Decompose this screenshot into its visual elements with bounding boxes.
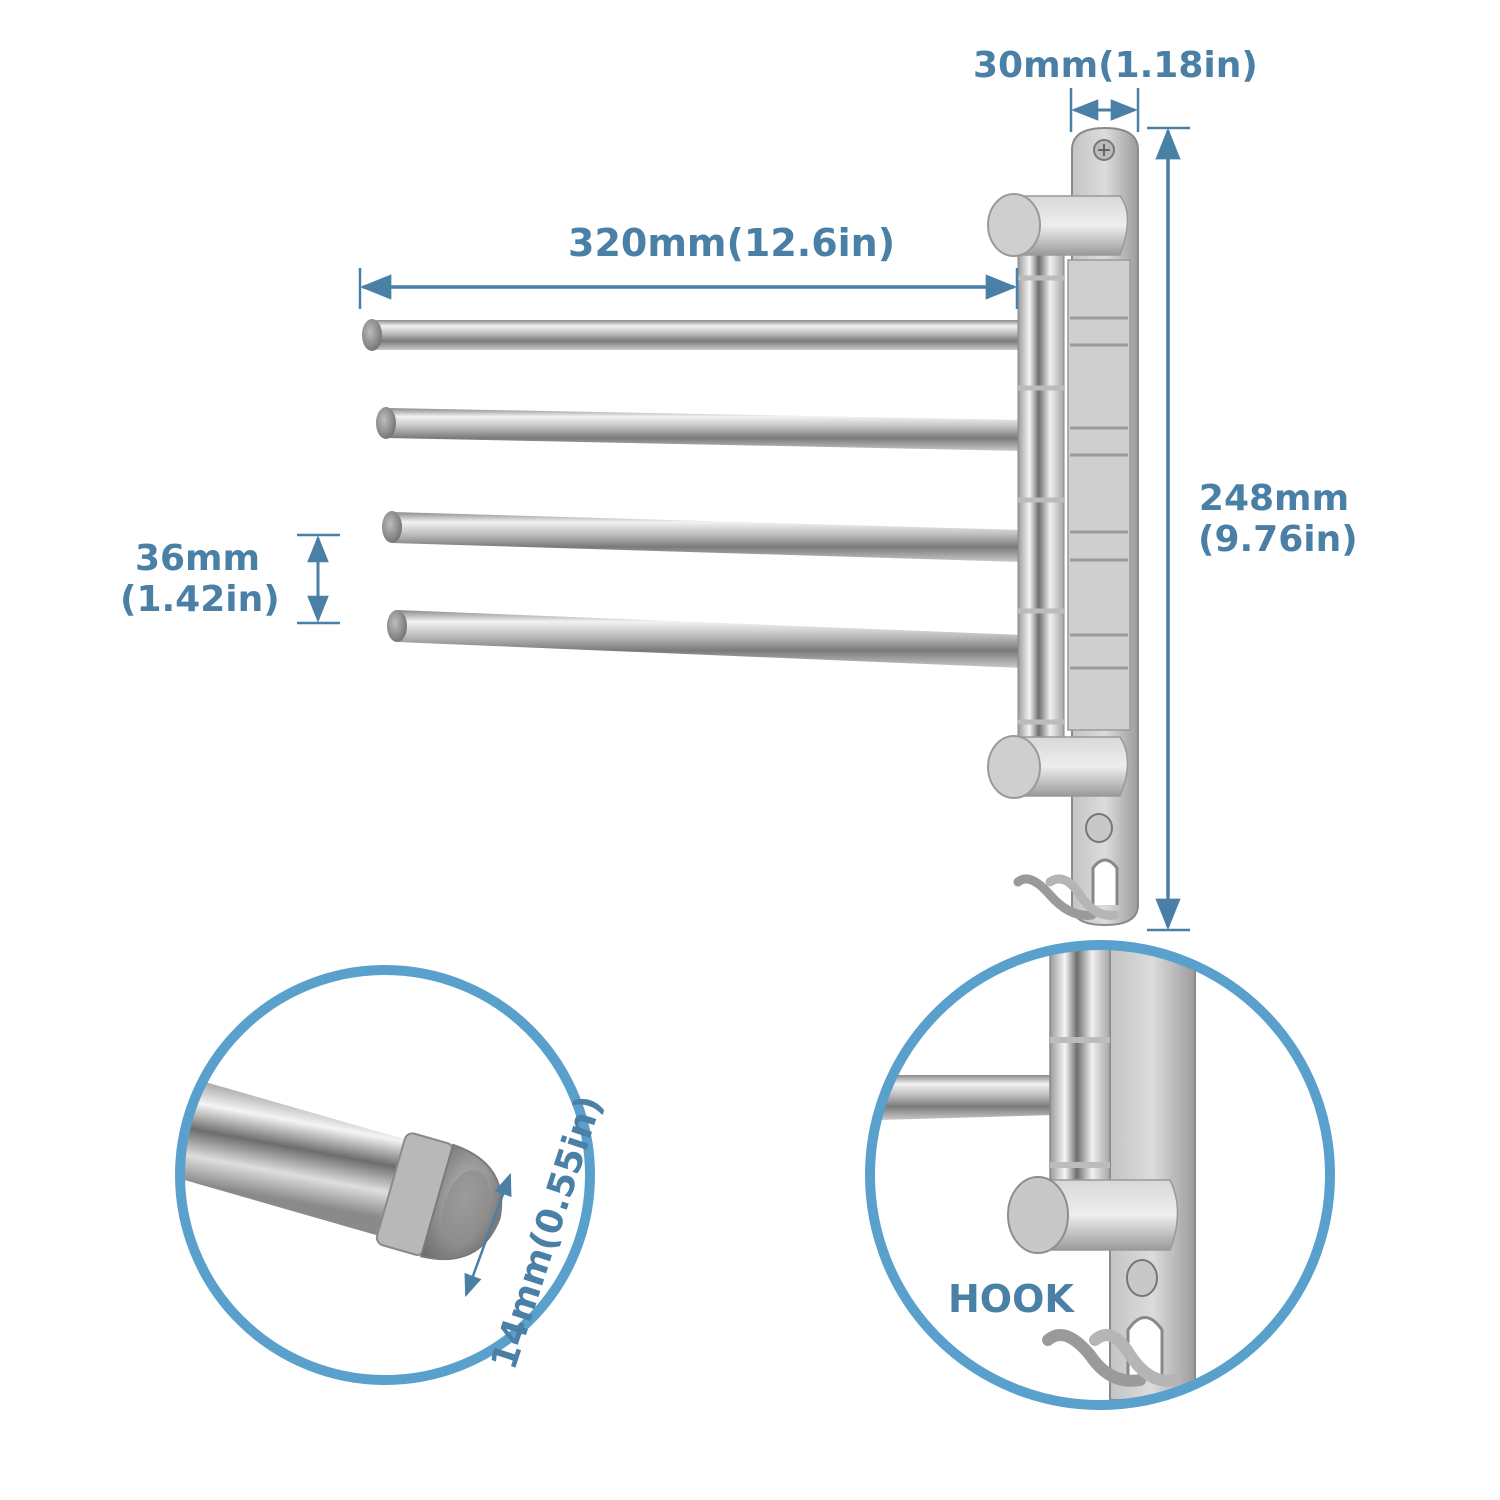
arm-4 <box>387 610 1022 668</box>
total-height-label: 248mm (9.76in) <box>1198 478 1358 561</box>
hook-label: HOOK <box>948 1277 1074 1321</box>
pivot-tube <box>1017 254 1065 756</box>
mount-width-label: 30mm(1.18in) <box>973 45 1258 86</box>
wall-mount-plate <box>1067 126 1139 927</box>
dim-total-height <box>1147 126 1190 932</box>
dim-arm-spacing <box>297 533 340 625</box>
towel-rack-main <box>362 126 1139 927</box>
arm-spacing-in: (1.42in) <box>120 579 280 621</box>
dim-arm-length <box>358 268 1019 309</box>
total-height-mm: 248mm <box>1198 478 1350 519</box>
dim-mount-width <box>1069 88 1140 132</box>
arm-3 <box>382 511 1022 562</box>
hook-icon <box>1013 813 1120 920</box>
detail-hook <box>865 940 1335 1410</box>
arm-length-label: 320mm(12.6in) <box>568 221 896 265</box>
towel-arms <box>362 319 1022 668</box>
arm-2 <box>376 407 1022 451</box>
arm-spacing-mm: 36mm <box>134 538 261 579</box>
arm-1 <box>362 319 1022 351</box>
bottom-bracket <box>987 735 1129 799</box>
screw-icon <box>1093 139 1115 161</box>
dim-tube-diameter-arrow <box>464 1172 512 1298</box>
arm-spacing-label: 36mm (1.42in) <box>120 538 280 621</box>
total-height-in: (9.76in) <box>1198 519 1358 561</box>
top-bracket <box>987 193 1129 257</box>
detail-end-cap <box>175 965 595 1385</box>
